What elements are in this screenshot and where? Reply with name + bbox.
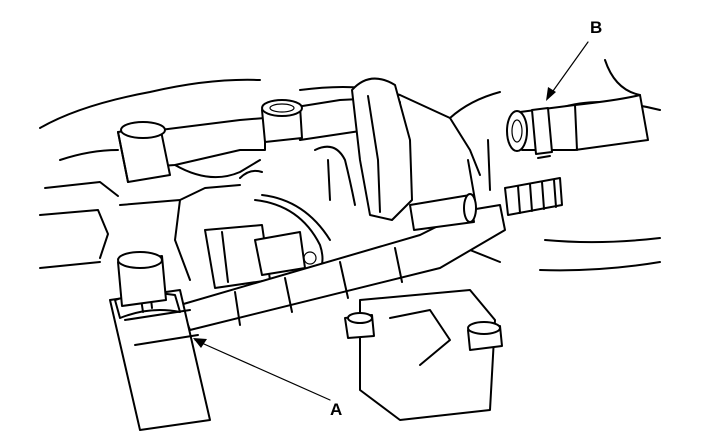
left-grommet xyxy=(117,251,167,307)
wiring-harness xyxy=(239,145,356,271)
center-vertical-hose xyxy=(351,77,413,221)
upper-left-hose-fitting xyxy=(117,121,171,183)
sensor-connector xyxy=(204,224,317,289)
hose-b-fitting xyxy=(506,59,649,159)
callout-a: A xyxy=(193,338,342,419)
top-grommet xyxy=(261,99,303,143)
intake-rail xyxy=(179,204,506,331)
lower-engine-block xyxy=(344,289,496,421)
callout-a-label: A xyxy=(330,400,342,419)
right-pipe xyxy=(409,139,563,231)
callout-b: B xyxy=(546,18,602,101)
bottom-right-grommet xyxy=(467,321,503,351)
callout-b-label: B xyxy=(590,18,602,37)
